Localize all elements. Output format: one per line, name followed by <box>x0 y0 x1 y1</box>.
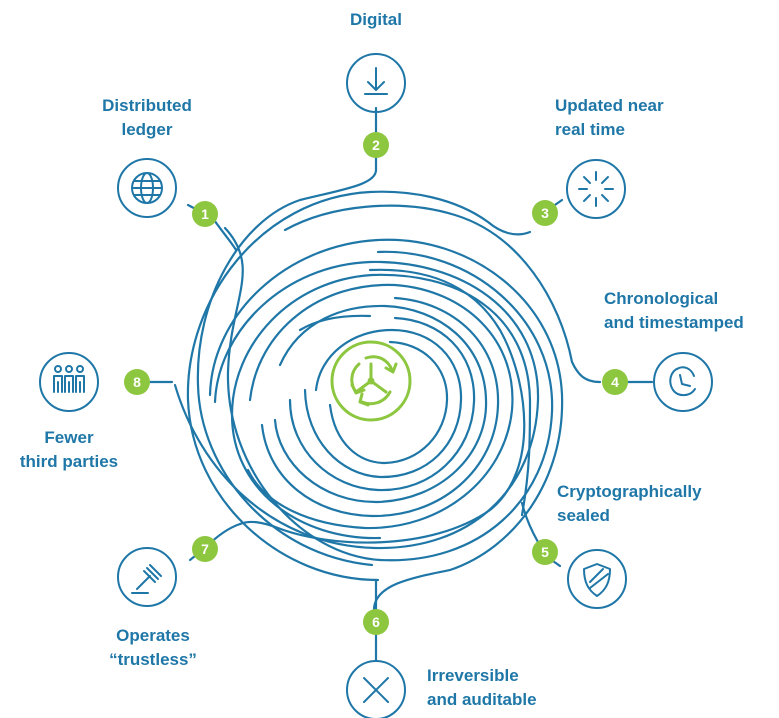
spiral-arc <box>186 190 532 582</box>
x-icon <box>346 660 406 718</box>
label-line: Updated near <box>555 96 664 115</box>
label-line: Chronological <box>604 289 719 308</box>
badge-6-number: 6 <box>372 614 380 630</box>
badge-7-number: 7 <box>201 541 209 557</box>
badge-4-number: 4 <box>611 374 619 390</box>
center-emblem <box>330 340 412 422</box>
badge-3-number: 3 <box>541 205 549 221</box>
label-line: Irreversible <box>427 666 519 685</box>
spiral-arc <box>246 283 514 530</box>
badge-6: 6 <box>363 609 389 635</box>
label-line: real time <box>555 120 625 139</box>
label-distributed-ledger: Distributed ledger <box>82 94 212 142</box>
badge-3: 3 <box>532 200 558 226</box>
number-badges: 1 2 3 4 5 6 7 8 <box>124 132 628 635</box>
spiral-arc <box>520 501 540 544</box>
badge-8: 8 <box>124 369 150 395</box>
label-line: Digital <box>350 10 402 29</box>
badge-7: 7 <box>192 536 218 562</box>
spiral-arc <box>230 273 532 540</box>
spiral-arc <box>173 260 540 550</box>
label-line: Fewer <box>44 428 94 447</box>
label-line: Cryptographically <box>557 482 702 501</box>
label-irreversible-and-auditable: Irreversible and auditable <box>427 664 577 712</box>
label-updated-near-real-time: Updated near real time <box>555 94 695 142</box>
spiral-arc <box>288 316 476 492</box>
label-line: “trustless” <box>109 650 197 669</box>
label-line: and auditable <box>427 690 537 709</box>
spiral-arc <box>196 143 378 567</box>
people-icon <box>39 352 99 412</box>
spiral-arc <box>208 238 564 612</box>
label-line: third parties <box>19 452 119 471</box>
center-ring <box>330 340 412 422</box>
badge-1-number: 1 <box>201 206 209 222</box>
badge-4: 4 <box>602 369 628 395</box>
feature-icons <box>39 53 713 718</box>
clock-refresh-icon <box>653 352 713 412</box>
spiral-arc <box>328 340 449 465</box>
spiral-arc <box>298 314 372 332</box>
label-fewer-third-parties: Fewer third parties <box>4 426 134 474</box>
badge-8-number: 8 <box>133 374 141 390</box>
badge-5: 5 <box>532 539 558 565</box>
badge-2-number: 2 <box>372 137 380 153</box>
shield-icon <box>567 549 627 609</box>
label-line: Operates <box>116 626 190 645</box>
badge-2: 2 <box>363 132 389 158</box>
globe-icon <box>117 158 177 218</box>
recycle-cycle-icon <box>350 355 398 407</box>
label-line: sealed <box>557 506 610 525</box>
label-line: and timestamped <box>604 313 744 332</box>
label-line: Distributed <box>102 96 192 115</box>
label-cryptographically-sealed: Cryptographically sealed <box>557 480 727 528</box>
badge-5-number: 5 <box>541 544 549 560</box>
label-digital: Digital <box>326 8 426 32</box>
badge-1: 1 <box>192 201 218 227</box>
spiral-lines <box>148 143 602 614</box>
label-chronological-and-timestamped: Chronological and timestamped <box>604 287 774 335</box>
label-line: ledger <box>121 120 173 139</box>
spiral-arc <box>260 296 500 518</box>
burst-icon <box>566 159 626 219</box>
spiral-arc <box>283 204 602 384</box>
spiral-arc <box>223 226 554 562</box>
gavel-icon <box>117 547 177 607</box>
download-icon <box>346 53 406 113</box>
spiral-arc <box>303 328 463 479</box>
label-operates-trustless: Operates “trustless” <box>88 624 218 672</box>
spiral-arc <box>273 304 488 504</box>
